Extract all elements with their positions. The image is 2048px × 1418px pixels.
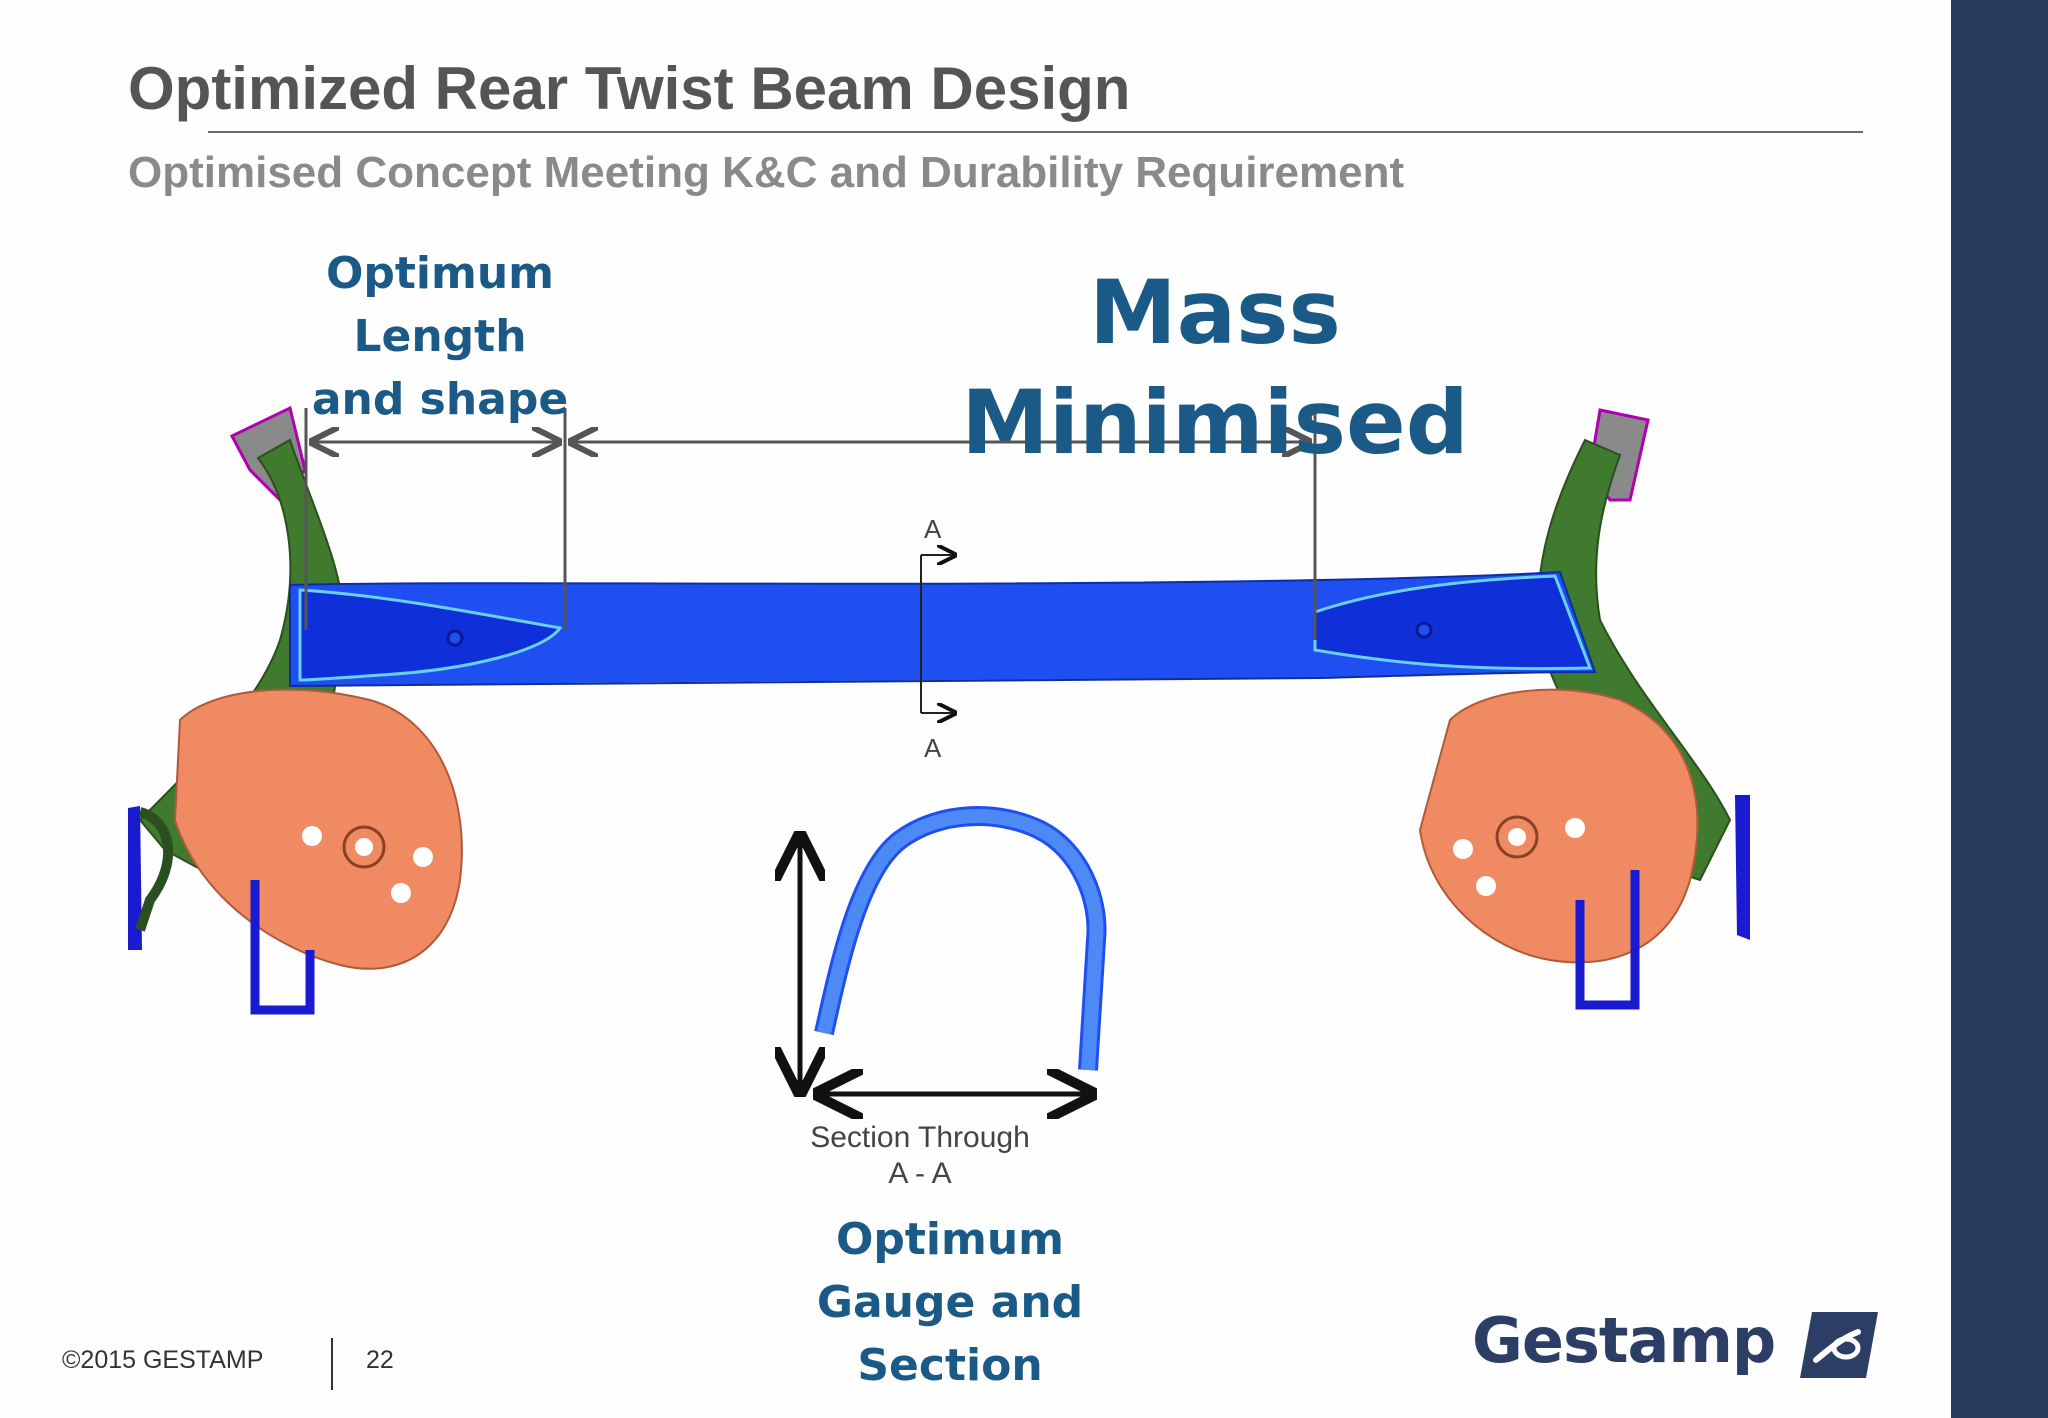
footer-divider <box>331 1338 333 1390</box>
callout-length-line-2: Length <box>353 311 527 362</box>
right-sidebar-band <box>1951 0 2048 1418</box>
cross-section-profile <box>800 806 1107 1094</box>
slide-subtitle: Optimised Concept Meeting K&C and Durabi… <box>128 148 1405 197</box>
slide-title: Optimized Rear Twist Beam Design <box>128 55 1131 122</box>
callout-gauge-line-2: Gauge and <box>816 1277 1084 1328</box>
right-trailing-arm <box>1418 408 1750 1010</box>
length-dimension <box>304 408 1317 640</box>
callout-mass-minimised: Mass Minimised <box>961 261 1469 474</box>
logo-wordmark: Gestamp <box>1472 1304 1776 1377</box>
gestamp-logo: Gestamp <box>1472 1300 1892 1390</box>
twist-beam <box>289 570 1597 688</box>
footer-page-number: 22 <box>366 1346 394 1374</box>
callout-optimum-length: Optimum Length and shape <box>300 242 580 431</box>
section-marker-bottom: A <box>924 733 942 763</box>
callout-length-line-3: and shape <box>311 374 569 425</box>
section-caption: Section Through A - A <box>760 1120 1080 1192</box>
callout-length-line-1: Optimum <box>325 248 555 299</box>
callout-optimum-gauge: Optimum Gauge and Section <box>790 1208 1110 1397</box>
gestamp-mark-icon <box>1800 1312 1878 1378</box>
section-marker-top: A <box>924 514 942 544</box>
callout-gauge-line-1: Optimum <box>835 1214 1065 1265</box>
callout-gauge-line-3: Section <box>857 1340 1043 1391</box>
title-underline <box>208 131 1863 133</box>
section-caption-line-1: Section Through <box>810 1121 1030 1154</box>
section-caption-line-2: A - A <box>888 1157 952 1190</box>
section-cut-line <box>920 555 955 713</box>
footer-copyright: ©2015 GESTAMP <box>62 1346 264 1374</box>
left-trailing-arm <box>128 405 463 1015</box>
